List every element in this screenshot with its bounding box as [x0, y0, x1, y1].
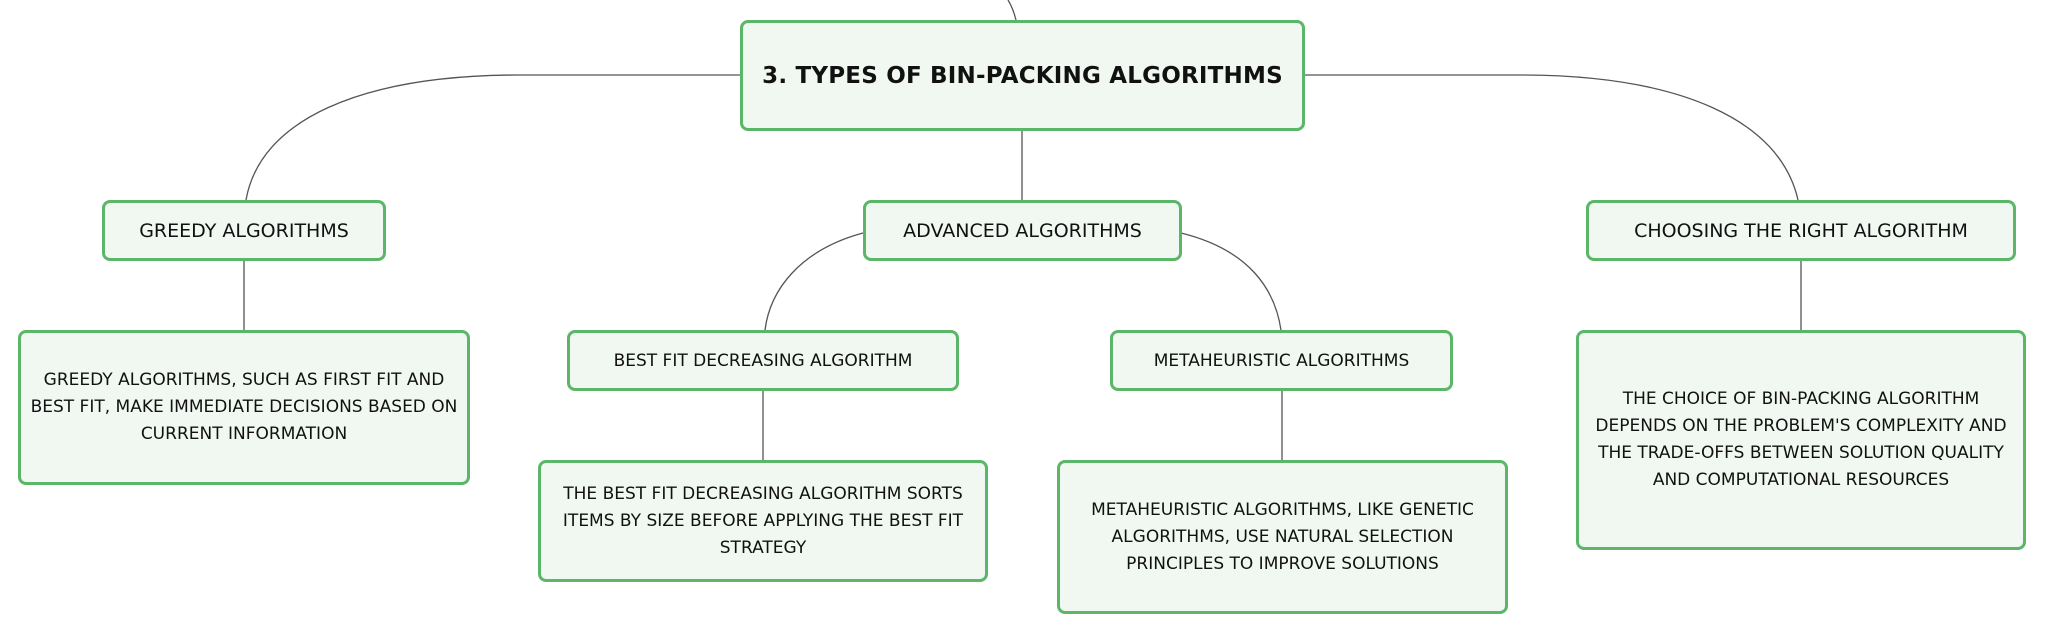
choosing-detail-text: THE CHOICE OF BIN-PACKING ALGORITHM DEPE…: [1595, 389, 2007, 490]
connector-parent-to-root: [1007, 0, 1017, 21]
branch-choosing-right-algorithm[interactable]: CHOOSING THE RIGHT ALGORITHM: [1586, 200, 2016, 261]
best-fit-decreasing-detail-text: THE BEST FIT DECREASING ALGORITHM SORTS …: [562, 483, 964, 558]
branch-greedy-algorithms[interactable]: GREEDY ALGORITHMS: [102, 200, 386, 261]
connector-root-to-greedy: [245, 74, 740, 201]
sub-best-fit-decreasing-label: BEST FIT DECREASING ALGORITHM: [613, 350, 913, 371]
branch-advanced-label: ADVANCED ALGORITHMS: [903, 219, 1142, 242]
connector-advanced-to-meta: [1180, 232, 1282, 331]
choosing-detail[interactable]: THE CHOICE OF BIN-PACKING ALGORITHM DEPE…: [1576, 330, 2026, 550]
sub-metaheuristic-algorithms[interactable]: METAHEURISTIC ALGORITHMS: [1110, 330, 1453, 391]
metaheuristic-detail[interactable]: METAHEURISTIC ALGORITHMS, LIKE GENETIC A…: [1057, 460, 1508, 614]
branch-choosing-label: CHOOSING THE RIGHT ALGORITHM: [1634, 219, 1968, 242]
greedy-detail[interactable]: GREEDY ALGORITHMS, SUCH AS FIRST FIT AND…: [18, 330, 470, 485]
best-fit-decreasing-detail[interactable]: THE BEST FIT DECREASING ALGORITHM SORTS …: [538, 460, 988, 582]
connector-root-to-choosing: [1305, 74, 1799, 201]
metaheuristic-detail-text: METAHEURISTIC ALGORITHMS, LIKE GENETIC A…: [1091, 499, 1474, 574]
root-topic-label: 3. TYPES OF BIN-PACKING ALGORITHMS: [762, 62, 1283, 89]
branch-advanced-algorithms[interactable]: ADVANCED ALGORITHMS: [863, 200, 1182, 261]
connector-advanced-to-bfd: [764, 232, 864, 331]
greedy-detail-text: GREEDY ALGORITHMS, SUCH AS FIRST FIT AND…: [30, 370, 458, 444]
root-topic[interactable]: 3. TYPES OF BIN-PACKING ALGORITHMS: [740, 20, 1305, 131]
branch-greedy-label: GREEDY ALGORITHMS: [139, 219, 349, 242]
sub-metaheuristic-label: METAHEURISTIC ALGORITHMS: [1153, 350, 1410, 371]
sub-best-fit-decreasing[interactable]: BEST FIT DECREASING ALGORITHM: [567, 330, 959, 391]
